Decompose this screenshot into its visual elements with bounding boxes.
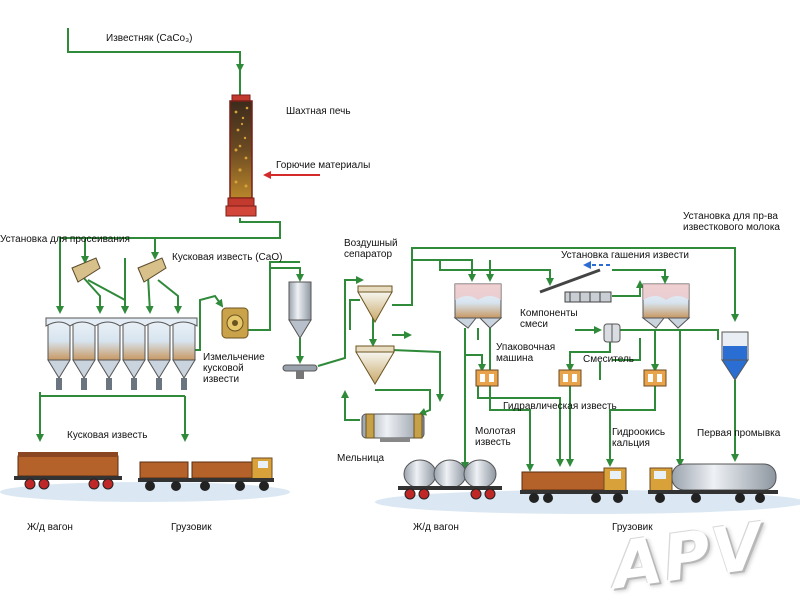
air-separator [355,285,395,385]
label-lump-lime-top: Кусковая известь (CaO) [172,252,283,263]
label-hydroxide: Гидроокись кальция [612,427,666,449]
tanker-truck [648,463,778,503]
label-mix-components: Компоненты смеси [520,308,578,330]
silo-outlet-1 [56,378,62,390]
label-screening: Установка для просеивания [0,234,130,245]
truck-left [138,457,274,491]
label-first-wash: Первая промывка [697,428,781,439]
label-shaft-kiln: Шахтная печь [286,106,351,117]
label-fuel: Горючие материалы [276,160,371,171]
silo-cone-6 [172,359,196,379]
truck-right-flatbed [520,467,628,503]
mill [361,413,425,442]
slaking-conveyor [539,268,612,303]
crusher [221,307,249,339]
label-hydraulic-lime: Гидравлическая известь [503,401,617,412]
packing-machines [475,369,667,387]
silo-cone-2 [72,359,96,379]
label-mill: Мельница [337,453,385,464]
label-packing: Упаковочная машина [496,342,556,364]
silo-row [45,317,198,390]
label-lump-lime-bottom: Кусковая известь [67,430,148,441]
flow-limestone-to-kiln [67,28,244,72]
silo-outlet-2 [81,378,87,390]
label-crushing: Измельчение кусковой извести [203,352,265,385]
label-truck-right: Грузовик [612,522,653,533]
label-limestone: Известняк (CaCo₃) [106,33,193,44]
silo-cone-4 [122,359,146,379]
storage-silos-right [453,283,691,329]
label-slaking: Установка гашения извести [561,250,690,261]
silo-outlet-3 [106,378,112,390]
label-air-separator: Воздушный сепаратор [344,238,398,260]
flow-lines [36,28,739,472]
label-mixer: Смеситель [583,354,634,365]
silo-outlet-6 [181,378,187,390]
silo-outlet-4 [131,378,137,390]
lime-milk-tank [721,331,749,381]
label-rail-right: Ж/д вагон [413,522,459,533]
label-prep-plant: Установка для пр-ва известкового молока [683,211,780,233]
mixer [603,323,621,343]
silo-cone-3 [97,359,121,379]
rail-car-right [398,459,502,500]
silo-cone-5 [147,359,171,379]
rail-car-left [14,452,122,490]
label-truck-left: Грузовик [171,522,212,533]
silo-cone-1 [47,359,71,379]
label-rail-left: Ж/д вагон [27,522,73,533]
lime-bin [282,281,318,379]
silo-outlet-5 [156,378,162,390]
silo-6 [172,317,196,361]
ground-left [0,482,290,502]
label-ground-lime: Молотая известь [475,426,516,448]
silo-row-top [45,317,198,327]
shaft-kiln [225,94,257,217]
flow-kiln-to-screening [59,218,281,250]
screening-units [71,257,167,283]
